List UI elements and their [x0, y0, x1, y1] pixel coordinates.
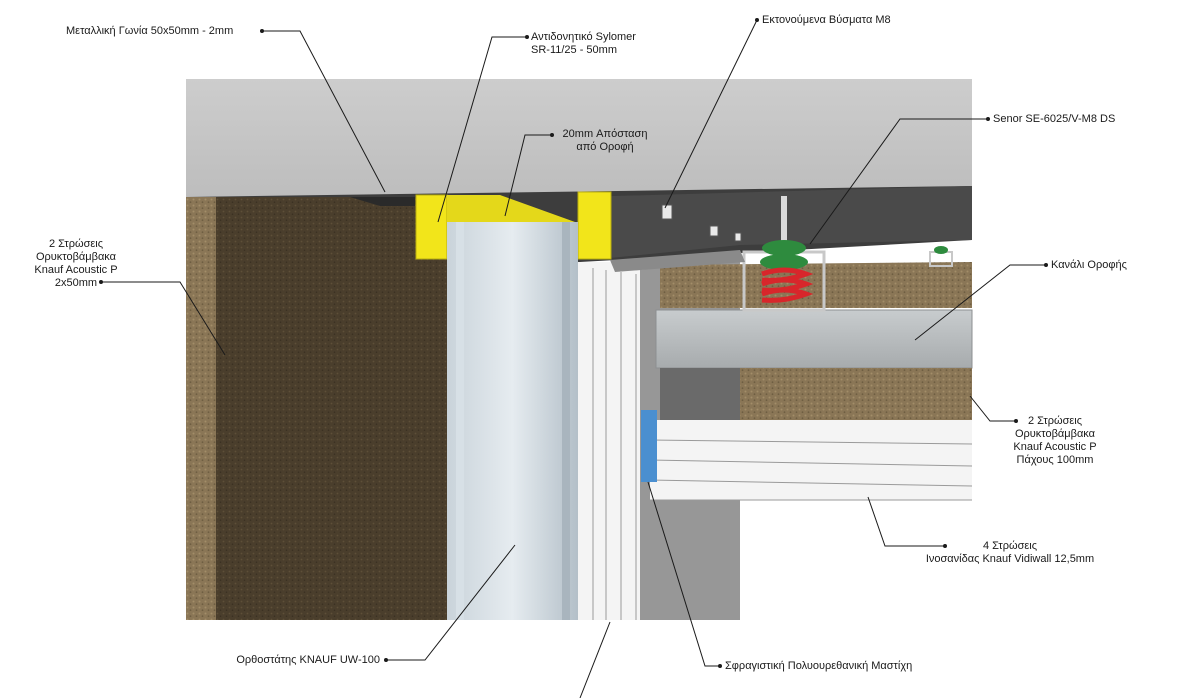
sylomer-top: [447, 195, 575, 222]
label-metal-angle: Μεταλλική Γωνία 50x50mm - 2mm: [66, 25, 234, 37]
sealant-strip: [641, 410, 657, 482]
label-stud: Ορθοστάτης KNAUF UW-100: [236, 654, 380, 666]
leader-sealant: [647, 481, 720, 667]
leader-senor: [809, 118, 988, 245]
leader-wool-left: [101, 281, 226, 356]
spring: [761, 267, 814, 303]
leader-anchors: [664, 19, 758, 209]
label-sylomer: Αντιδονητικό Sylomer SR-11/25 - 50mm: [531, 31, 636, 56]
leader-gap: [504, 134, 552, 217]
leader-sylomer: [437, 36, 527, 223]
anchor-bolt: [661, 204, 673, 220]
label-anchors: Εκτονούμενα Βύσματα M8: [762, 14, 891, 26]
label-senor: Senor SE-6025/V-M8 DS: [993, 113, 1116, 125]
sylomer-pad-left: [415, 194, 448, 260]
vertical-boards: [578, 262, 640, 620]
ceiling-channel: [655, 309, 973, 369]
steel-stud: [447, 222, 578, 620]
left-wool-edge: [186, 197, 216, 620]
label-ceiling-channel: Κανάλι Οροφής: [1051, 259, 1127, 271]
label-sealant: Σφραγιστική Πολυουρεθανική Μαστίχη: [725, 660, 913, 672]
threaded-rod: [781, 196, 787, 256]
label-ceiling-gap: 20mm Απόσταση από Οροφή: [562, 128, 648, 153]
upper-wool: [660, 262, 972, 308]
ceiling-boards: [650, 420, 972, 500]
sylomer-pad-right: [577, 191, 612, 260]
leader-wool-right: [969, 395, 1016, 422]
label-wool-left: 2 Στρώσεις Ορυκτοβάμβακα Knauf Acoustic …: [34, 238, 118, 289]
leader-channel: [914, 264, 1046, 341]
leader-boards: [867, 496, 945, 547]
concrete-slab: [186, 79, 972, 197]
ceiling-wool: [740, 368, 972, 420]
leader-stud: [386, 544, 516, 661]
metal-angle: [610, 250, 745, 272]
label-plasterboard: 4 Στρώσεις Ινοσανίδας Knauf Vidiwall 12,…: [925, 540, 1095, 565]
spring-cap: [762, 240, 806, 256]
left-mineral-wool: [216, 197, 456, 620]
label-wool-right: 2 Στρώσεις Ορυκτοβάμβακα Knauf Acoustic …: [1013, 415, 1097, 466]
leader-metal-angle: [262, 30, 386, 193]
